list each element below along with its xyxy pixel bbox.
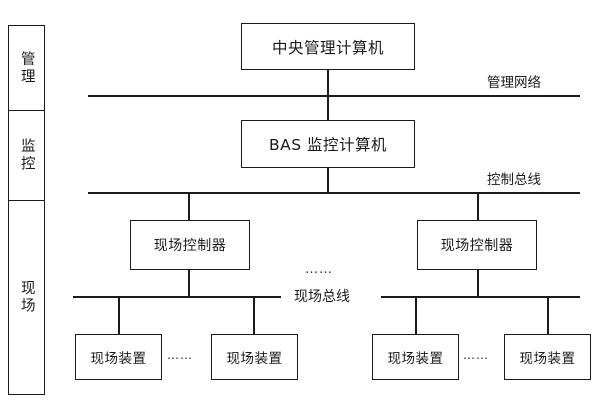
ellipsis-controllers: ……	[305, 262, 333, 277]
layer-label-field: 现场	[18, 280, 35, 315]
connector-controller-right-to-field-bus	[477, 270, 479, 297]
ellipsis-devices-right: ……	[463, 348, 489, 362]
layer-cell-management: 管理	[9, 26, 44, 111]
connector-control-bus-to-controller-left	[188, 192, 190, 221]
layer-cell-field: 现场	[9, 201, 44, 394]
control-bus-line	[88, 192, 580, 194]
layer-cell-monitor: 监控	[9, 111, 44, 201]
node-field-controller-right[interactable]: 现场控制器	[417, 220, 537, 270]
management-network-bus-line	[88, 95, 580, 97]
connector-field-bus-to-device-3	[415, 296, 417, 335]
node-field-device-1[interactable]: 现场装置	[75, 334, 162, 380]
label-management-network: 管理网络	[487, 71, 541, 91]
connector-field-bus-to-device-4	[547, 296, 549, 335]
node-field-controller-left[interactable]: 现场控制器	[130, 220, 250, 270]
ellipsis-devices-left: ……	[167, 348, 193, 362]
label-control-bus: 控制总线	[487, 168, 541, 188]
connector-field-bus-to-device-2	[253, 296, 255, 335]
node-field-device-4[interactable]: 现场装置	[504, 334, 591, 380]
connector-central-to-management-bus	[327, 70, 329, 120]
connector-bas-to-control-bus	[327, 168, 329, 193]
layer-label-monitor: 监控	[18, 138, 35, 173]
connector-field-bus-to-device-1	[118, 296, 120, 335]
connector-control-bus-to-controller-right	[477, 192, 479, 221]
field-bus-line-left	[73, 296, 281, 298]
field-bus-line-right	[381, 296, 580, 298]
layer-strip: 管理 监控 现场	[8, 25, 45, 395]
node-field-device-3[interactable]: 现场装置	[372, 334, 459, 380]
node-central-management-computer[interactable]: 中央管理计算机	[241, 23, 415, 70]
layer-label-management: 管理	[18, 50, 35, 86]
label-field-bus: 现场总线	[290, 286, 354, 306]
node-bas-monitoring-computer[interactable]: BAS 监控计算机	[241, 120, 415, 168]
node-field-device-2[interactable]: 现场装置	[211, 334, 298, 380]
connector-controller-left-to-field-bus	[188, 270, 190, 297]
